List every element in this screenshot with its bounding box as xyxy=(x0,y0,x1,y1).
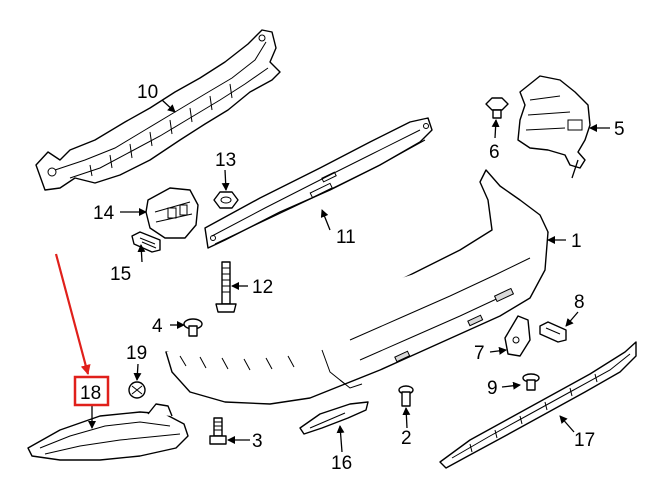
part-7-bracket xyxy=(504,315,531,357)
part-16-trim xyxy=(299,401,369,435)
callout-2: 2 xyxy=(401,428,412,449)
part-1-bumper-cover xyxy=(165,169,549,405)
part-12-stud xyxy=(215,261,237,313)
callout-8: 8 xyxy=(574,292,585,313)
callout-18: 18 xyxy=(80,383,101,404)
part-18-lamp xyxy=(27,403,189,461)
part-15-bolt xyxy=(131,231,161,253)
callout-16: 16 xyxy=(331,453,352,474)
highlight-box xyxy=(73,375,110,407)
callout-15: 15 xyxy=(110,264,131,285)
part-3-bolt xyxy=(209,417,227,445)
part-5-side-bracket xyxy=(517,75,591,179)
callout-12: 12 xyxy=(252,277,273,298)
callout-3: 3 xyxy=(252,431,263,452)
callout-1: 1 xyxy=(571,231,582,252)
part-17-lower-valance xyxy=(439,341,637,469)
callout-7: 7 xyxy=(474,343,485,364)
part-10-upper-bracket xyxy=(35,29,281,191)
part-14-bracket xyxy=(145,187,199,239)
callout-6: 6 xyxy=(489,142,500,163)
callout-5: 5 xyxy=(614,119,625,140)
part-2-clip xyxy=(398,385,414,407)
callout-13: 13 xyxy=(215,150,236,171)
part-13-nut xyxy=(213,191,239,209)
callout-14: 14 xyxy=(93,203,115,224)
part-4-clip xyxy=(183,318,203,337)
leader-lines xyxy=(88,99,610,453)
callout-labels: 10 13 14 15 11 12 4 6 5 1 8 7 9 2 17 16 … xyxy=(80,82,625,474)
part-9-clip xyxy=(522,373,540,391)
highlight-arrow xyxy=(54,253,91,375)
callout-11: 11 xyxy=(336,227,356,248)
callout-4: 4 xyxy=(152,316,163,337)
part-11-reinforcement-bar xyxy=(204,117,433,249)
part-6-clip xyxy=(485,97,509,119)
callout-17: 17 xyxy=(574,430,595,451)
callout-9: 9 xyxy=(487,378,498,399)
callout-19: 19 xyxy=(126,343,147,364)
callout-10: 10 xyxy=(137,82,158,103)
part-19-push-pin xyxy=(128,381,146,399)
part-8-bolt xyxy=(539,321,567,343)
